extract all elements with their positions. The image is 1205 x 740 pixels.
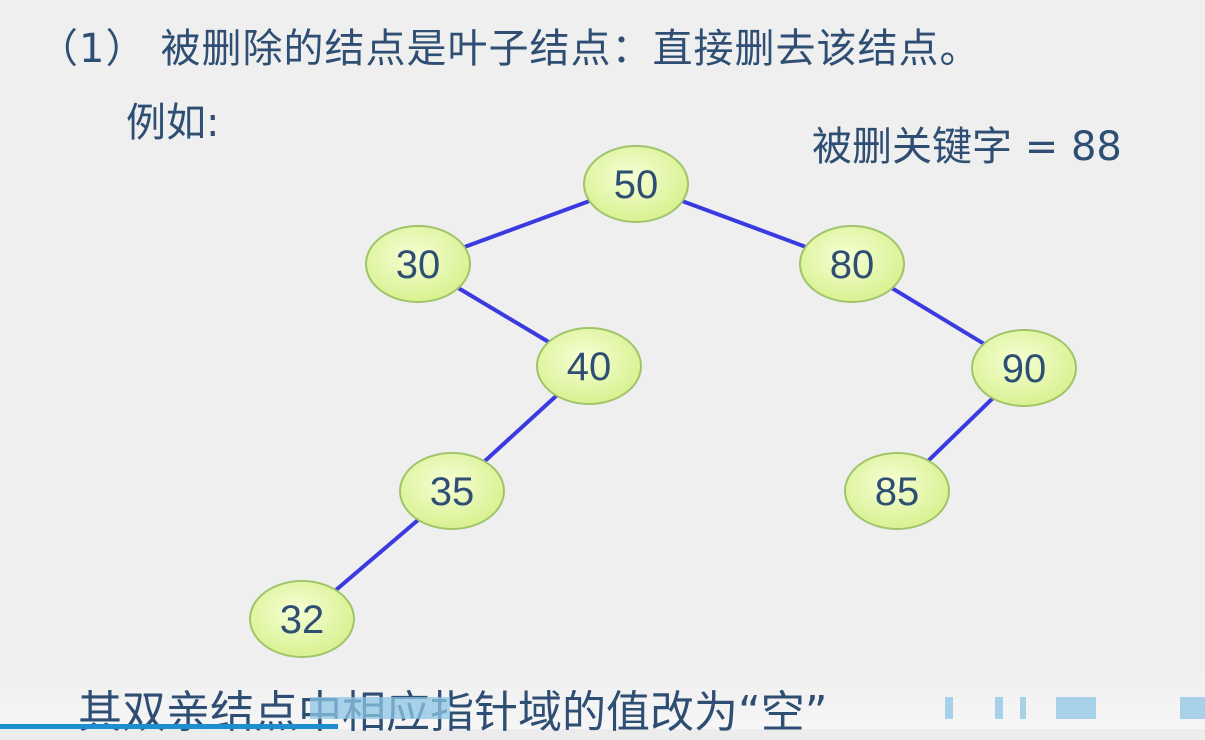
decor-block <box>1056 697 1096 719</box>
tree-node-shape <box>399 452 505 530</box>
tree-node: 32 <box>249 580 355 658</box>
decor-block <box>1180 697 1205 719</box>
tree-node-label: 85 <box>875 470 920 514</box>
decor-block <box>995 697 1003 719</box>
example-label: 例如: <box>126 100 220 146</box>
tree-node: 40 <box>536 327 642 405</box>
tree-node-shape <box>971 329 1077 407</box>
tree-edge <box>681 199 807 249</box>
decor-block <box>945 697 953 719</box>
heading-text: 被删除的结点是叶子结点：直接删去该结点。 <box>160 26 981 72</box>
decor-block <box>310 697 450 719</box>
tree-node-label: 35 <box>430 470 475 514</box>
tree-node-label: 40 <box>567 345 612 389</box>
tree-node-label: 32 <box>280 598 325 642</box>
tree-node-shape <box>249 580 355 658</box>
tree-node: 80 <box>799 225 905 303</box>
bottom-band <box>0 668 1205 729</box>
tree-edge <box>926 396 995 463</box>
tree-edge <box>483 394 558 463</box>
tree-edges <box>334 199 995 592</box>
heading-number: （1） <box>38 26 147 72</box>
decor-block <box>1020 697 1026 719</box>
tree-nodes: 50 30 80 40 90 35 85 32 <box>249 145 1077 658</box>
tree-node-label: 30 <box>396 243 441 287</box>
heading: （1） 被删除的结点是叶子结点：直接删去该结点。 <box>38 16 980 74</box>
tree-node-label: 50 <box>614 163 659 207</box>
tree-node: 50 <box>583 145 689 223</box>
tree-node-label: 90 <box>1002 347 1047 391</box>
tree-node: 85 <box>844 452 950 530</box>
tree-node: 90 <box>971 329 1077 407</box>
tree-edge <box>334 518 420 592</box>
tree-node-shape <box>365 225 471 303</box>
tree-node-shape <box>799 225 905 303</box>
tree-node-shape <box>583 145 689 223</box>
tree-node-shape <box>536 327 642 405</box>
tree-node: 30 <box>365 225 471 303</box>
tree-node: 35 <box>399 452 505 530</box>
tree-edge <box>891 286 985 346</box>
tree-edge <box>457 286 550 344</box>
tree-edge <box>463 199 591 249</box>
tree-node-shape <box>844 452 950 530</box>
tree-node-label: 80 <box>830 243 875 287</box>
bottom-caption: 其双亲结点中相应指针域的值改为“空” <box>78 687 828 738</box>
deleted-key-label: 被删关键字 = 88 <box>812 124 1122 170</box>
video-progress-bar[interactable] <box>0 724 338 729</box>
